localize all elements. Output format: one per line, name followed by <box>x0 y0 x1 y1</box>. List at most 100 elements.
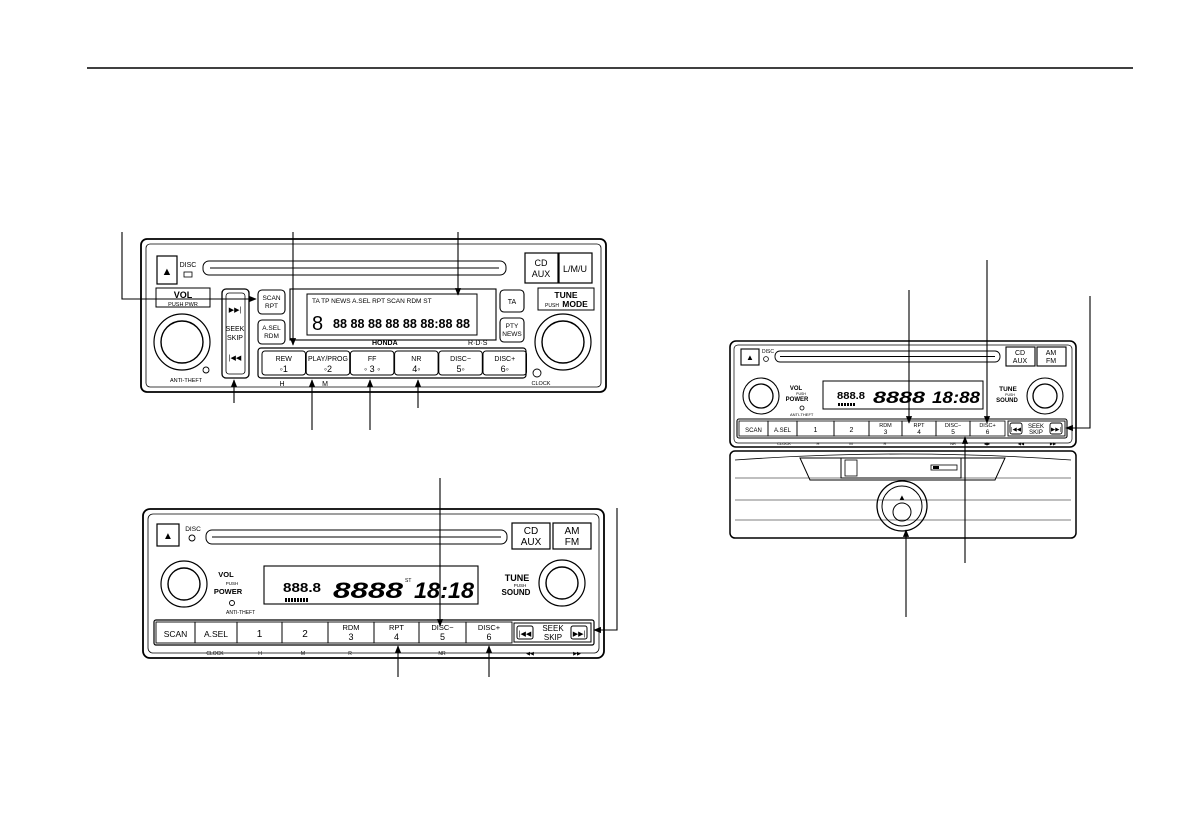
radio-b-display-right: 18:18 <box>414 578 475 603</box>
radio-c-button-top-label: RPT <box>914 423 926 429</box>
radio-c-seek-skip[interactable]: |◀◀ SEEK SKIP ▶▶| <box>1007 420 1066 437</box>
radio-b-skip-forward-button[interactable] <box>570 625 588 640</box>
radio-a-preset-button-5[interactable] <box>438 350 483 376</box>
radio-a-pty-label: PTY <box>506 323 519 330</box>
radio-c-skip-back-button[interactable] <box>1009 422 1023 435</box>
radio-a-pty-news-button[interactable] <box>499 317 525 343</box>
radio-c-fm-label: FM <box>1046 358 1056 365</box>
radio-c-eject-button[interactable] <box>740 348 760 366</box>
radio-c-cd-aux-button[interactable] <box>1005 346 1036 367</box>
skip-back-icon: |◀◀ <box>229 355 242 362</box>
radio-a-rds-logo: R·D·S <box>468 340 488 347</box>
radio-a-band-button[interactable] <box>558 252 593 284</box>
radio-b-button-number: 6 <box>486 632 491 642</box>
radio-c-volume-knob[interactable] <box>742 377 780 415</box>
radio-c: ▲ DISC CD AUX AM FM VOL PUSH POWER ANTI-… <box>729 340 1077 539</box>
radio-a-preset-number: 5◦ <box>456 364 464 374</box>
radio-a-ta-button[interactable] <box>499 289 525 313</box>
radio-b-sublabel: R <box>348 651 352 657</box>
radio-a-vol-sub: PUSH PWR <box>168 302 198 308</box>
skip-back-icon: |◀◀ <box>519 631 532 638</box>
radio-c-display-right: 18:88 <box>932 388 981 407</box>
radio-a-seek-skip-rocker[interactable] <box>221 288 250 379</box>
radio-a-preset-button-3[interactable] <box>349 350 395 376</box>
radio-c-display-left: 888.8 <box>837 391 865 402</box>
radio-a-scan-rpt-button[interactable] <box>257 289 286 315</box>
radio-c-sublabel: CLOCK <box>777 441 791 446</box>
radio-b-disc-indicator <box>188 534 196 542</box>
radio-b-display <box>263 565 479 605</box>
radio-a-preset-button-2[interactable] <box>305 350 351 376</box>
radio-b-cd-aux-button[interactable] <box>511 522 551 550</box>
radio-a-preset-number: ◦ 3 ◦ <box>364 364 380 374</box>
radio-a-scan-label: SCAN <box>262 295 280 302</box>
radio-b-sublabel: ▶▶ <box>573 651 581 657</box>
radio-c-button-number: 4 <box>917 429 921 436</box>
radio-b-aux-label: AUX <box>521 537 542 548</box>
radio-c-tune-push-label: PUSH <box>1005 393 1015 397</box>
radio-a-disc-label: DISC <box>180 262 197 269</box>
radio-c-cassette-eject-knob[interactable] <box>876 480 928 532</box>
radio-c-sublabel: ◀▶ <box>984 441 991 446</box>
radio-b-button-top-label: DISC− <box>431 623 454 632</box>
radio-a-faceplate <box>140 238 607 393</box>
radio-a-anti-theft-led <box>202 366 210 374</box>
radio-a-tune-knob[interactable] <box>534 313 592 371</box>
radio-c-cassette-door[interactable] <box>840 457 962 479</box>
radio-b-seek-skip[interactable]: |◀◀ SEEK SKIP ▶▶| <box>513 622 592 643</box>
radio-b-display-mid: 8888 <box>333 578 404 603</box>
radio-b-sublabel: CLOCK <box>206 651 224 657</box>
radio-a-preset-top-label: DISC− <box>450 356 471 363</box>
radio-c-faceplate <box>729 340 1077 448</box>
radio-c-am-label: AM <box>1046 350 1057 357</box>
radio-a-preset-button-6[interactable] <box>482 350 527 376</box>
radio-c-level-meter <box>838 403 855 406</box>
radio-a-asel-rdm-button[interactable] <box>257 319 286 345</box>
radio-c-am-fm-button[interactable] <box>1036 346 1067 367</box>
radio-a-clock-button[interactable] <box>532 368 542 378</box>
radio-b-button-top-label: DISC+ <box>478 623 501 632</box>
radio-b-seek-label: SEEK <box>542 624 564 633</box>
radio-b-skip-back-button[interactable] <box>516 625 534 640</box>
radio-c-vol-label: VOL <box>790 386 803 392</box>
radio-c-button-label: A.SEL <box>774 428 792 434</box>
radio-a-asel-label: A.SEL <box>262 325 281 332</box>
radio-c-sublabel: M <box>849 441 852 446</box>
radio-a-preset-button-1[interactable] <box>261 350 306 376</box>
radio-b-eject-button[interactable] <box>156 523 180 547</box>
radio-b-am-label: AM <box>565 526 580 537</box>
radio-b-volume-knob[interactable] <box>160 560 208 608</box>
radio-b-sublabel: M <box>301 651 305 657</box>
radio-a-volume-knob[interactable] <box>153 313 211 371</box>
radio-a-preset-top-label: REW <box>276 356 293 363</box>
radio-a-news-label: NEWS <box>502 331 522 338</box>
radio-c-tune-label: TUNE <box>999 386 1017 393</box>
radio-b-tune-knob[interactable] <box>538 559 586 607</box>
radio-b-display-left: 888.8 <box>283 580 321 595</box>
radio-a-cd-aux-button[interactable] <box>524 252 559 284</box>
radio-b-faceplate <box>142 508 605 659</box>
eject-icon: ▲ <box>898 493 906 502</box>
radio-a-preset-bar <box>257 347 527 379</box>
radio-c-disc-label: DISC <box>762 349 774 355</box>
radio-a-preset-button-4[interactable] <box>394 350 439 376</box>
radio-b-vol-label: VOL <box>218 570 234 579</box>
radio-a-rdm-label: RDM <box>264 333 279 340</box>
radio-b-anti-theft-led <box>229 600 235 606</box>
radio-c-skip-forward-button[interactable] <box>1049 422 1063 435</box>
radio-b-am-fm-button[interactable] <box>552 522 592 550</box>
radio-a-preset-number: 6◦ <box>501 364 509 374</box>
radio-b-button-8[interactable] <box>465 621 513 644</box>
radio-b-tune-label: TUNE <box>505 573 530 583</box>
radio-a-disc-indicator <box>183 271 193 278</box>
radio-c-tune-knob[interactable] <box>1026 377 1064 415</box>
radio-c-button-number: 5 <box>951 429 955 436</box>
radio-c-button-number: 6 <box>986 429 990 436</box>
radio-a-eject-button[interactable] <box>156 255 178 285</box>
radio-a-display-digit: 8 <box>312 313 323 335</box>
radio-c-aux-label: AUX <box>1013 358 1028 365</box>
radio-a-preset-number: 4◦ <box>412 364 420 374</box>
radio-b-tune-push-label: PUSH <box>514 583 527 588</box>
radio-c-display <box>822 380 984 410</box>
